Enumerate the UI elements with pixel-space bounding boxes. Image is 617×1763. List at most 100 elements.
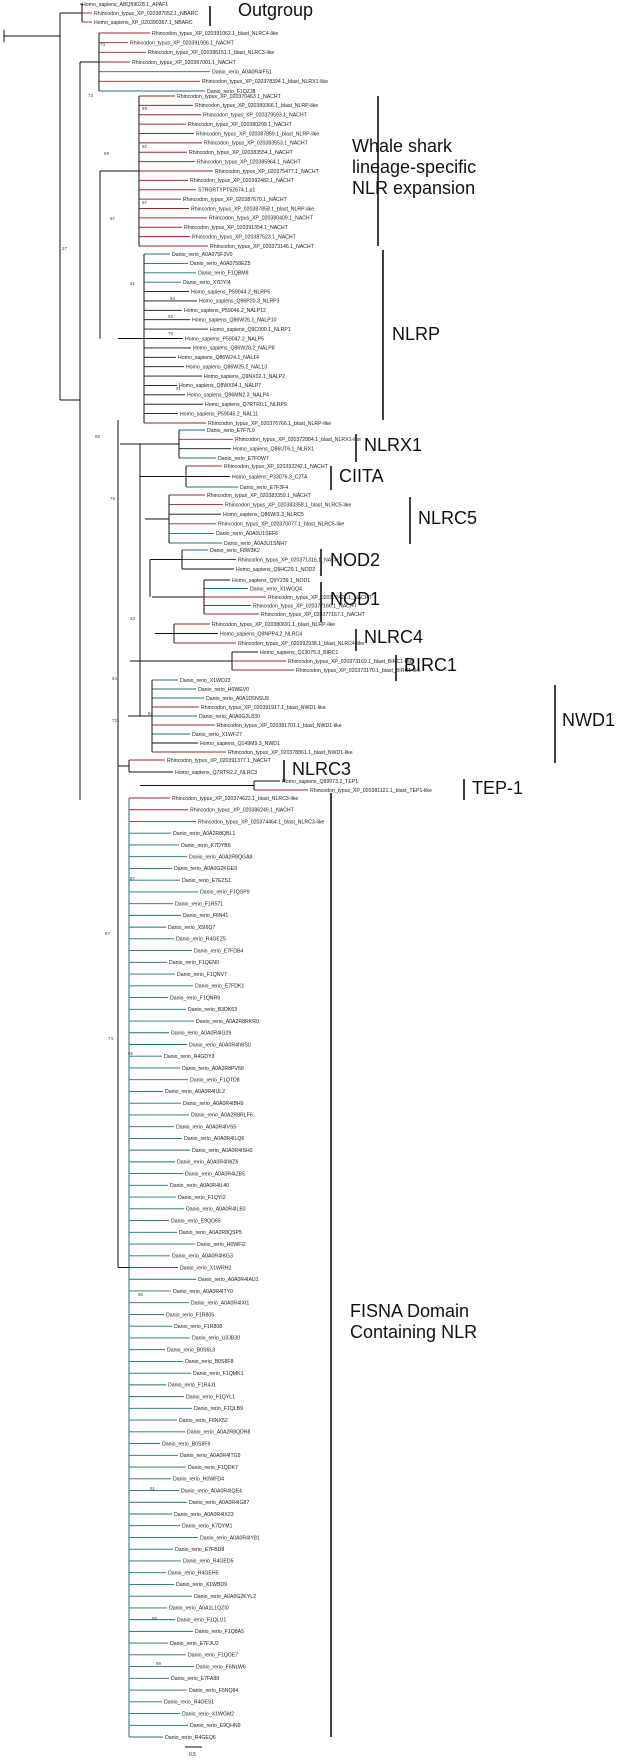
tip-label: Danio_rerio_A0A0U1SEF6 — [216, 531, 278, 537]
tip-label: Rhincodon_typus_XP_020370077.1_blast_NLR… — [218, 522, 344, 528]
bootstrap-label: 85 — [138, 1292, 143, 1297]
tip-label: Danio_rerio_A0A0R4IVS5 — [176, 1124, 236, 1130]
clade-label-whale: NLR expansion — [352, 178, 475, 198]
tip-label: Rhincodon_typus_XP_020374622.1_blast_NLR… — [172, 796, 298, 802]
tip-label: Danio_rerio_R4GEH5 — [168, 1570, 219, 1576]
tip-label: Danio_rerio_F1QNV7 — [177, 972, 227, 978]
bootstrap-label: 91 — [176, 386, 181, 391]
tip-label: Danio_rerio_A0A0R4ISH0 — [192, 1148, 253, 1154]
tip-label: STRGRTYPT52674.1.p1 — [198, 188, 255, 194]
tip-label: Danio_rerio_F6NQ84 — [189, 1688, 238, 1694]
tip-label: Rhincodon_typus_XP_020374464.1_blast_NLR… — [198, 819, 324, 825]
tip-label: Danio_rerio_K7DYB6 — [181, 843, 231, 849]
tip-label: Homo_sapiens_Q9Y239.1_NOD1 — [232, 578, 310, 584]
tip-label: Danio_rerio_A0A0R4IFS1 — [212, 69, 272, 75]
tip-label: Danio_rerio_A0A1D5NSU9 — [206, 696, 269, 702]
tip-label: Danio_rerio_F1QLU1 — [177, 1617, 226, 1623]
tip-label: Danio_rerio_A0A0R4ILB3 — [186, 1207, 246, 1213]
tip-label: Danio_rerio_X5I6Q7 — [168, 925, 215, 931]
tip-label: Rhincodon_typus_XP_020387858.1_blast_NLR… — [191, 206, 314, 212]
tip-label: Rhincodon_typus_XP_020367001.1_NACHT — [132, 60, 237, 66]
clade-label-outgroup: Outgroup — [238, 0, 313, 20]
scale-bar: 0.5 — [185, 1746, 202, 1758]
tip-label: Danio_rerio_F1QLB9 — [194, 1406, 243, 1412]
tip-label: Danio_rerio_B0S6L3 — [167, 1347, 215, 1353]
tip-label: Danio_rerio_X1WRH2 — [180, 1265, 231, 1271]
bootstrap-label: 73 — [88, 93, 93, 98]
tip-label: Danio_rerio_A0A0R4ITY0 — [173, 1289, 233, 1295]
tip-label: Danio_rerio_F1QZJ8 — [207, 89, 256, 95]
tip-label: Rhincodon_typus_XP_020373146.1_NACHT — [210, 244, 315, 250]
bootstrap-label: 54 — [112, 676, 117, 681]
tip-label: Danio_rerio_F6N41 — [183, 913, 228, 919]
tip-label: Danio_rerio_A0A0R4IG87 — [189, 1500, 249, 1506]
tip-label: Homo_sapiens_Q86W25.2_NAL13 — [186, 364, 267, 370]
tip-label: Danio_rerio_R4GDY3 — [164, 1054, 215, 1060]
tip-label: Danio_rerio_H0WFI2 — [197, 1242, 246, 1248]
tip-label: Homo_sapiens_Q86WI3.3_NLRC5 — [223, 512, 304, 518]
tip-label: Danio_rerio_E7FBD8 — [175, 1547, 224, 1553]
bootstrap-values: 7473999297596727619452799195753454739387… — [62, 42, 181, 1666]
bootstrap-label: 74 — [108, 1036, 113, 1041]
tip-label: Homo_sapiens_Q86W24.1_NAL14 — [178, 355, 259, 361]
tip-label: Danio_rerio_A0A0758EZ5 — [190, 261, 251, 267]
tip-label: Danio_rerio_A0A0R4IBH9 — [183, 1101, 244, 1107]
bootstrap-label: 59 — [104, 151, 109, 156]
tip-label: Danio_rerio_F1QSP9 — [200, 890, 250, 896]
bootstrap-label: 99 — [156, 1661, 161, 1666]
bootstrap-label: 61 — [130, 281, 135, 286]
tip-label: Danio_rerio_X1WF27 — [192, 732, 242, 738]
bootstrap-label: 74 — [100, 42, 105, 47]
clade-label-fisna: FISNA Domain — [350, 1301, 469, 1321]
tip-label: Danio_rerio_A0A0R4IKG3 — [172, 1254, 233, 1260]
tip-label: Danio_rerio_A0A2R8QBL1 — [173, 831, 235, 837]
tip-label: Homo_sapiens_Q8WX94.1_NALP7 — [179, 383, 261, 389]
tip-label: Danio_rerio_F1QNR9 — [170, 995, 220, 1001]
tip-label: Danio_rerio_A0A0R4ITG5 — [180, 1453, 241, 1459]
tip-label: Rhincodon_typus_XP_020387859.1_blast_NLR… — [196, 131, 319, 137]
tip-label: Rhincodon_typus_XP_020378394.1_blast_NLR… — [202, 79, 328, 85]
tip-label: Danio_rerio_B0S8F8 — [185, 1359, 234, 1365]
tip-label: Danio_rerio_A0A0U1SNH7 — [224, 541, 287, 547]
tip-label: Rhincodon_typus_XP_020381121.1_blast_TEP… — [310, 788, 432, 794]
tip-label: Rhincodon_typus_XP_020381701.1_blast_NWD… — [217, 723, 342, 729]
bootstrap-label: 61 — [150, 1486, 155, 1491]
tip-label: Danio_rerio_A0A0G2L830 — [199, 714, 260, 720]
tip-label: Danio_rerio_F1R4J1 — [168, 1383, 216, 1389]
tip-label: Homo_sapiens_Q149M9.3_NWD1 — [200, 741, 280, 747]
tip-label: Rhincodon_typus_XP_020392938.1_blast_NLR… — [238, 641, 364, 647]
tip-label: Rhincodon_typus_XP_020387052.1_NBARC — [94, 11, 198, 17]
tip-label: Danio_rerio_E7F3F4 — [240, 485, 288, 491]
tip-label: Danio_rerio_A0A0R4IXI1 — [191, 1301, 249, 1307]
clade-label-nod1: NOD1 — [330, 589, 380, 609]
scale-bar-label: 0.5 — [189, 1752, 196, 1758]
tip-label: Rhincodon_typus_XP_020392482.1_NACHT — [190, 178, 295, 184]
tip-label: Rhincodon_typus_XP_020387523.1_NACHT — [192, 234, 297, 240]
tip-label: Danio_rerio_A0A0R4IY81 — [200, 1535, 260, 1541]
tip-label: Danio_rerio_F1QEN0 — [169, 960, 219, 966]
tip-label: Danio_rerio_A0A0R4IG29 — [171, 1031, 231, 1037]
tip-label: Homo_sapiens_Q9NPP4.2_NLRC4 — [220, 631, 302, 637]
tip-label: Danio_rerio_F1QDK7 — [188, 1465, 238, 1471]
clade-label-whale: lineage-specific — [352, 157, 476, 177]
bootstrap-label: 88 — [152, 1616, 157, 1621]
tip-label: Homo_sapiens_Q13075.3_BIRC1 — [260, 650, 339, 656]
tip-label: Danio_rerio_H0WEV0 — [198, 687, 249, 693]
tip-label: Danio_rerio_A0A0R4IWS0 — [189, 1042, 251, 1048]
tip-label: Homo_sapiens_XP_020390367.1_NBARC — [94, 20, 193, 26]
clade-label-birc1: BIRC1 — [404, 655, 457, 675]
tip-label: Rhincodon_typus_XP_020371316.1_NACHT — [238, 557, 343, 563]
clade-label-ciita: CIITA — [339, 466, 384, 486]
tip-label: Rhincodon_typus_XP_020370463.1_NACHT — [177, 94, 282, 100]
tip-label: Rhincodon_typus_XP_020379593.1_NACHT — [203, 113, 308, 119]
bootstrap-label: 34 — [130, 616, 135, 621]
bootstrap-label: 65 — [128, 1051, 133, 1056]
tip-label: Danio_rerio_F8W3K2 — [210, 548, 260, 554]
bootstrap-label: 93 — [148, 711, 153, 716]
tip-label: Rhincodon_typus_XP_020391354.1_NACHT — [184, 225, 289, 231]
tip-label: Rhincodon_typus_XP_020383554.1_NACHT — [189, 150, 294, 156]
tip-label: Homo_sapiens_P59044.2_NLRP6 — [191, 289, 270, 295]
clade-label-nlrx1: NLRX1 — [364, 435, 422, 455]
bootstrap-label: 87 — [130, 876, 135, 881]
